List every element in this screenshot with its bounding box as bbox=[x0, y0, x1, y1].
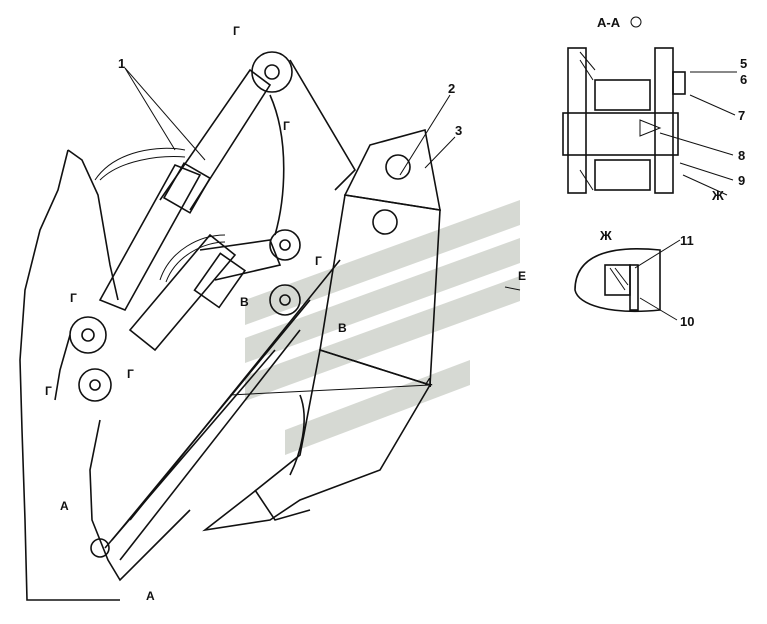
boom-frame bbox=[19, 149, 341, 601]
section-mark-g-top: Г bbox=[233, 24, 240, 38]
section-mark-g-mid: Г bbox=[283, 119, 290, 133]
section-label-7: 7 bbox=[738, 108, 745, 123]
detail-label-11: 11 bbox=[680, 233, 694, 248]
section-label-6: 6 bbox=[740, 72, 747, 87]
section-mark-g-right: Г bbox=[315, 254, 322, 268]
section-mark-g-low: Г bbox=[45, 384, 52, 398]
section-mark-a-left: А bbox=[60, 499, 69, 513]
section-mark-e: Е bbox=[518, 269, 526, 283]
section-mark-v: В bbox=[240, 295, 249, 309]
section-mark-v-2: В bbox=[338, 321, 347, 335]
detail-label-10: 10 bbox=[680, 314, 694, 329]
leader-lines bbox=[124, 67, 737, 396]
section-mark-g-low2: Г bbox=[127, 367, 134, 381]
section-view-symbol bbox=[630, 16, 642, 28]
section-view-AA bbox=[562, 47, 686, 194]
section-mark-a-bottom: А bbox=[146, 589, 155, 603]
hydraulic-cylinders bbox=[94, 68, 282, 352]
section-mark-g-left: Г bbox=[70, 291, 77, 305]
part-label-4: 4 bbox=[425, 375, 433, 390]
pivots bbox=[69, 51, 357, 402]
section-label-8: 8 bbox=[738, 148, 745, 163]
section-label-9: 9 bbox=[738, 173, 745, 188]
section-label-5: 5 bbox=[740, 56, 747, 71]
part-label-3: 3 bbox=[455, 123, 462, 138]
part-label-2: 2 bbox=[448, 81, 455, 96]
detail-view-zh bbox=[574, 247, 661, 313]
section-callout-zh: Ж bbox=[711, 188, 724, 203]
detail-view-title: Ж bbox=[599, 228, 612, 243]
section-view-title: А-А bbox=[597, 15, 621, 30]
part-label-1: 1 bbox=[118, 56, 125, 71]
